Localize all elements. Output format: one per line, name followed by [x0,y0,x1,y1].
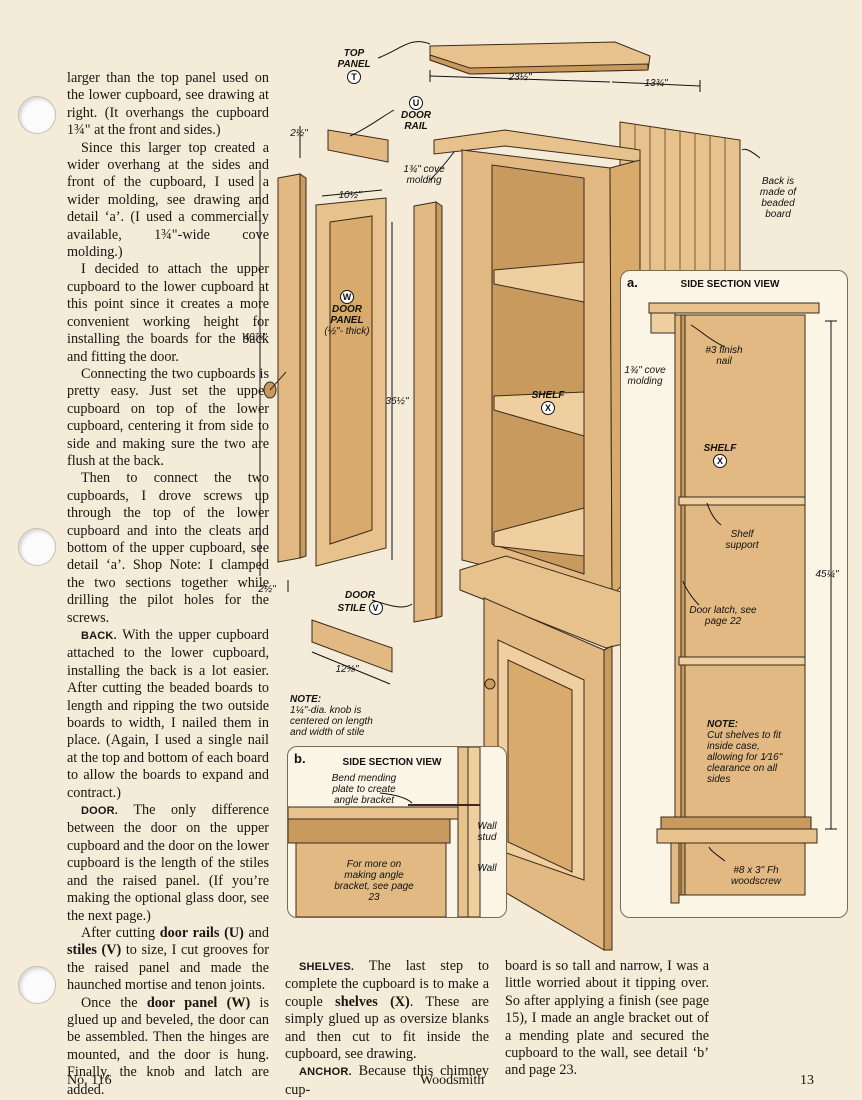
label-wall-stud: Wall stud [477,821,497,843]
door-panel [315,197,387,567]
paragraph-anchor: ANCHOR. Because this chimney cup- [285,1063,489,1099]
label-text: SHELF [703,443,737,454]
binder-hole [18,96,56,134]
middle-text-column: SHELVES. The last step to complete the c… [285,958,489,1099]
dim-23: 23½" [508,72,532,83]
text-run: . These are simply glued up as oversize … [285,993,489,1063]
left-text-column: larger than the top panel used on the lo… [67,70,269,1099]
label-wall: Wall [477,863,497,874]
label-door-latch: Door latch, see page 22 [689,605,757,627]
label-door-stile: DOOR STILE V [332,590,388,615]
text-run: is glued up and beveled, the door can be… [67,994,269,1098]
paragraph: board is so tall and narrow, I was a lit… [505,958,709,1079]
part-name: door panel (W) [146,994,251,1011]
text-run: The last step to complete the cupboard i… [285,958,489,1010]
dim-40: 40⅞" [243,332,267,343]
door-knob-lower [484,678,496,690]
part-letter-icon: U [409,96,423,110]
drawing-note: NOTE:1¼"-dia. knob is centered on length… [290,694,390,738]
label-text: TOP PANEL [337,48,371,70]
label-cove: 1¾" cove molding [403,164,445,186]
footer-page-number: 13 [800,1073,814,1088]
label-text: DOOR RAIL [401,110,431,132]
right-text-column: board is so tall and narrow, I was a lit… [505,958,709,1080]
binder-hole [18,528,56,566]
note-head: NOTE: [290,694,322,705]
label-text: DOOR PANEL [330,304,364,326]
label-bend: Bend mending plate to create angle brack… [331,773,397,806]
footer-magazine: Woodsmith [420,1073,485,1088]
dim-2a: 2½" [290,128,308,139]
text-run: After cutting [81,924,160,941]
footer-issue: No. 116 [67,1073,112,1088]
paragraph-text: The only difference between the door on … [67,802,269,924]
paragraph: After cutting door rails (U) and stiles … [67,925,269,995]
detail-a-title: SIDE SECTION VIEW [680,279,780,290]
detail-b-title: SIDE SECTION VIEW [342,757,442,768]
text-run: Because this chimney cup- [285,1063,489,1098]
part-letter-icon: T [347,70,361,84]
section-head-shelves: SHELVES. [299,961,355,973]
detail-a-note: NOTE:Cut shelves to fit inside case, all… [707,719,797,785]
door-rail-upper [327,129,389,163]
paragraph-shelves: SHELVES. The last step to complete the c… [285,958,489,1063]
note-text: 1¼"-dia. knob is centered on length and … [290,705,373,738]
part-name: door rails (U) [159,924,244,941]
part-letter-icon: X [713,454,727,468]
note-text: Cut shelves to fit inside case, allowing… [707,730,783,785]
upper-cupboard-case [461,149,613,599]
label-cove-molding: 1¾" cove molding [624,365,666,387]
text-run: to size, I cut grooves for the raised pa… [67,942,269,994]
note-head: NOTE: [707,719,739,730]
dim-45: 45¼" [815,569,839,580]
part-name: stiles (V) [67,942,122,959]
label-more: For more on making angle bracket, see pa… [334,859,414,903]
text-run: and [243,924,270,941]
paragraph: Connecting the two cupboards is pretty e… [67,365,269,469]
detail-a-drawing [648,302,837,904]
detail-a-tag: a. [627,275,638,290]
label-finish-nail: #3 finish nail [705,345,743,367]
label-back: Back is made of beaded board [759,176,797,220]
part-name: shelves (X) [335,993,410,1010]
paragraph-back: BACK. With the upper cupboard attached t… [67,627,269,802]
section-head-anchor: ANCHOR. [299,1066,352,1079]
part-letter-icon: W [340,290,354,304]
dim-13: 13¾" [644,78,668,89]
part-letter-icon: V [368,601,383,615]
paragraph: Once the door panel (W) is glued up and … [67,995,269,1099]
part-letter-icon: X [541,401,555,415]
dim-12: 12⅜" [335,664,359,675]
label-top-panel: TOP PANEL T [332,48,376,84]
detail-a-panel: a. SIDE SECTION VIEW #3 finish nail 1¾" … [620,270,848,918]
dim-10: 10½" [338,190,362,201]
section-head-back: BACK. [81,630,117,642]
paragraph-door: DOOR. The only difference between the do… [67,802,269,925]
section-head-door: DOOR. [81,805,119,818]
binder-hole [18,966,56,1004]
label-text: (½"- thick) [324,326,370,337]
label-shelf-support: Shelf support [725,529,759,551]
dim-36: 36½" [385,396,409,407]
detail-b-tag: b. [294,751,306,766]
text-run: Once the [81,994,147,1011]
paragraph: I decided to attach the upper cupboard t… [67,261,269,365]
paragraph: Since this larger top created a wider ov… [67,139,269,261]
paragraph: Then to connect the two cupboards, I dro… [67,470,269,626]
door-stile-right [413,201,437,623]
label-woodscrew: #8 x 3" Fh woodscrew [730,865,782,887]
dim-2b: 2½" [258,584,276,595]
paragraph: larger than the top panel used on the lo… [67,70,269,139]
top-panel [429,41,651,75]
detail-b-drawing [288,747,481,917]
label-text: DOOR STILE [337,590,375,614]
label-text: SHELF [531,390,565,401]
door-stile-left [277,173,301,563]
paragraph-text: With the upper cupboard attached to the … [67,627,269,801]
detail-b-panel: b. SIDE SECTION VIEW Bend mending plate … [287,746,507,918]
